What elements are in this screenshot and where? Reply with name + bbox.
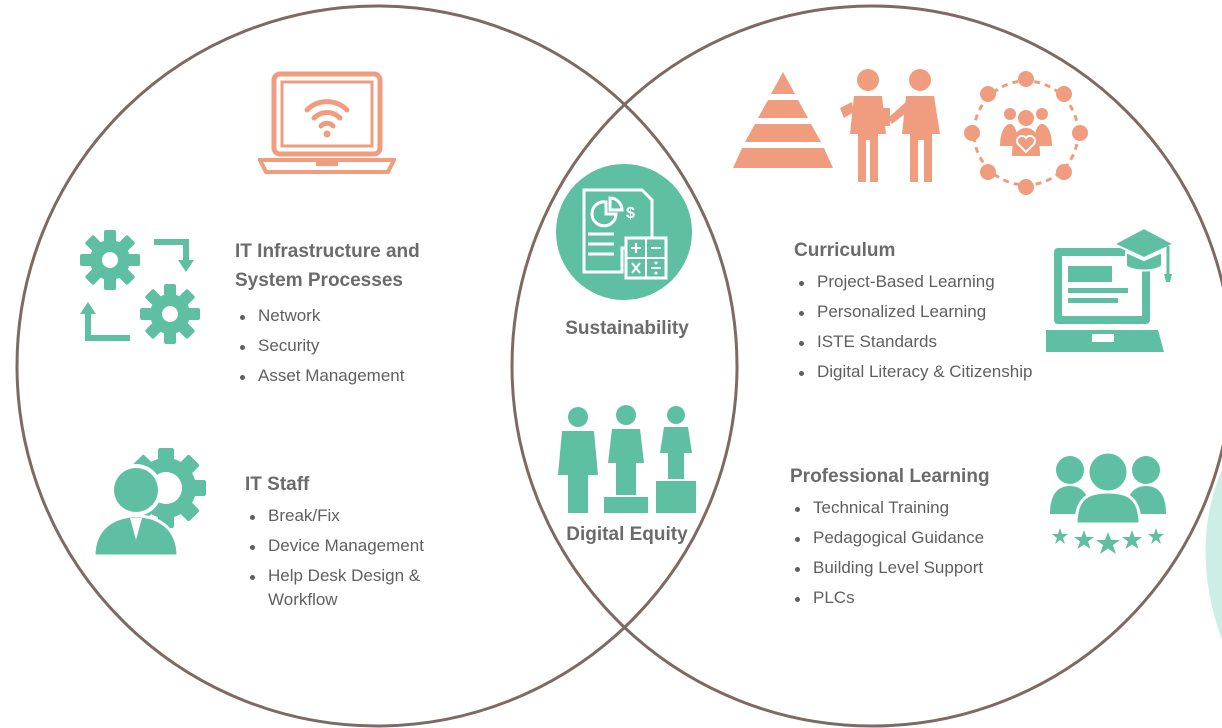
professional-title: Professional Learning: [790, 466, 990, 487]
mentor-people-icon: [838, 68, 950, 184]
finance-calculator-icon: $: [556, 164, 692, 300]
community-circle-icon: [960, 70, 1092, 196]
digital-equity-label: Digital Equity: [566, 524, 688, 545]
staff-list: Break/Fix Device Management Help Desk De…: [245, 501, 424, 615]
list-item: Project-Based Learning: [794, 267, 1032, 297]
professional-section: Professional Learning Technical Training…: [790, 462, 990, 613]
curriculum-list: Project-Based Learning Personalized Lear…: [794, 267, 1032, 387]
list-item: Asset Management: [235, 361, 420, 391]
professional-list: Technical Training Pedagogical Guidance …: [790, 493, 990, 613]
right-circle: [510, 4, 1222, 728]
list-item: Digital Literacy & Citizenship: [794, 357, 1032, 387]
sustainability-label: Sustainability: [565, 318, 689, 339]
list-item: Pedagogical Guidance: [790, 523, 990, 553]
team-rating-icon: [1048, 450, 1168, 554]
list-item: Technical Training: [790, 493, 990, 523]
gears-cycle-icon: [78, 228, 206, 348]
staff-title: IT Staff: [245, 474, 310, 495]
pyramid-icon: [733, 72, 833, 170]
list-item: ISTE Standards: [794, 327, 1032, 357]
list-item: Personalized Learning: [794, 297, 1032, 327]
svg-text:$: $: [626, 205, 635, 222]
list-item: Device Management: [245, 531, 424, 561]
list-item: Security: [235, 331, 420, 361]
elearning-laptop-icon: [1046, 222, 1178, 354]
laptop-wifi-icon: [258, 68, 396, 176]
list-item: Network: [235, 301, 420, 331]
list-item: Building Level Support: [790, 553, 990, 583]
infra-list: Network Security Asset Management: [235, 301, 420, 391]
list-item: Break/Fix: [245, 501, 424, 531]
list-item: Workflow: [268, 590, 338, 609]
infra-title-line1: IT Infrastructure and: [235, 241, 420, 262]
curriculum-title: Curriculum: [794, 240, 896, 261]
staff-section: IT Staff Break/Fix Device Management Hel…: [245, 470, 424, 615]
curriculum-section: Curriculum Project-Based Learning Person…: [794, 236, 1032, 387]
people-pedestals-icon: [556, 405, 698, 515]
accent-blob-edge: [1205, 470, 1222, 640]
infra-title-line2: System Processes: [235, 270, 403, 291]
infra-section: IT Infrastructure and System Processes N…: [235, 237, 420, 391]
list-item: PLCs: [790, 583, 990, 613]
left-circle: [15, 4, 739, 728]
list-item: Help Desk Design &: [245, 561, 424, 591]
staff-gear-icon: [92, 444, 210, 562]
